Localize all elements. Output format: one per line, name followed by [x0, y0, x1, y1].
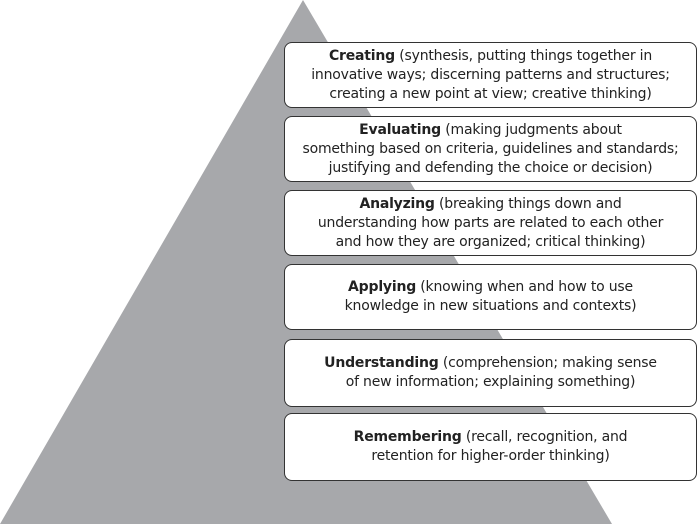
- level-desc: retention for higher-order thinking): [371, 448, 610, 464]
- level-desc: (recall, recognition, and: [461, 429, 628, 445]
- level-desc: something based on criteria, guidelines …: [302, 140, 679, 157]
- level-applying: Applying (knowing when and how to use kno…: [284, 264, 697, 330]
- level-desc: knowledge in new situations and contexts…: [344, 298, 637, 314]
- level-desc: (breaking things down and: [434, 195, 622, 212]
- level-desc: understanding how parts are related to e…: [317, 214, 664, 231]
- level-desc: (making judgments about: [441, 121, 622, 138]
- level-creating: Creating (synthesis, putting things toge…: [284, 42, 697, 108]
- level-desc: and how they are organized; critical thi…: [335, 233, 646, 250]
- level-desc: (synthesis, putting things together in: [395, 47, 653, 64]
- level-title: Applying: [348, 279, 417, 295]
- level-title: Analyzing: [359, 195, 435, 212]
- level-title: Understanding: [324, 355, 439, 371]
- level-desc: justifying and defending the choice or d…: [328, 159, 653, 176]
- level-understanding: Understanding (comprehension; making sen…: [284, 339, 697, 407]
- level-title: Evaluating: [359, 121, 441, 138]
- level-analyzing: Analyzing (breaking things down and under…: [284, 190, 697, 256]
- level-desc: of new information; explaining something…: [345, 374, 636, 390]
- level-desc: (knowing when and how to use: [416, 279, 633, 295]
- level-desc: innovative ways; discerning patterns and…: [311, 66, 670, 83]
- level-desc: creating a new point at view; creative t…: [329, 85, 652, 102]
- level-title: Remembering: [353, 429, 462, 445]
- level-title: Creating: [328, 47, 395, 64]
- level-remembering: Remembering (recall, recognition, and ret…: [284, 413, 697, 481]
- level-desc: (comprehension; making sense: [438, 355, 657, 371]
- level-evaluating: Evaluating (making judgments about someth…: [284, 116, 697, 182]
